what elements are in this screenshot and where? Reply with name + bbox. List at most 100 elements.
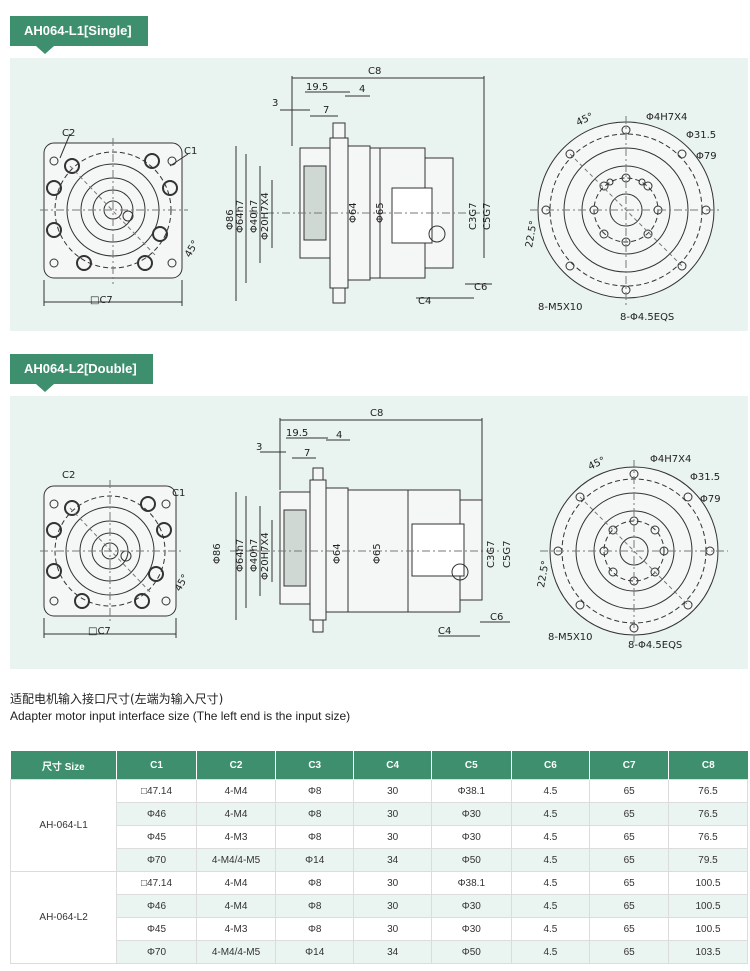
header-c5: C5 bbox=[431, 751, 512, 780]
table-cell: Φ38.1 bbox=[431, 779, 512, 803]
table-cell: 65 bbox=[589, 871, 670, 895]
table-cell: 4.5 bbox=[510, 779, 591, 803]
table-cell: 65 bbox=[589, 894, 670, 918]
table-cell: 4-M3 bbox=[195, 917, 277, 941]
table-cell: □47.14 bbox=[116, 871, 197, 895]
label-3: 3 bbox=[272, 98, 278, 109]
table-cell: Φ30 bbox=[431, 917, 512, 941]
label-phi40h7: Φ40h7 bbox=[249, 200, 260, 233]
label-c7: □C7 bbox=[88, 626, 111, 637]
table-cell: Φ70 bbox=[116, 848, 197, 872]
table-cell: 30 bbox=[353, 917, 433, 941]
table-cell: 30 bbox=[353, 779, 433, 803]
label-c4: C4 bbox=[438, 626, 451, 637]
label-c2: C2 bbox=[62, 128, 75, 139]
table-cell: Φ8 bbox=[275, 917, 355, 941]
label-phi64: Φ64 bbox=[348, 202, 359, 223]
label-phi31-5: Φ31.5 bbox=[686, 130, 716, 141]
label-phi79: Φ79 bbox=[696, 151, 717, 162]
table-cell: 4-M4/4-M5 bbox=[195, 940, 277, 964]
label-4: 4 bbox=[336, 430, 342, 441]
header-size: 尺寸 Size bbox=[10, 751, 117, 780]
label-phi79: Φ79 bbox=[700, 494, 721, 505]
table-cell: Φ8 bbox=[275, 894, 355, 918]
header-c2: C2 bbox=[195, 751, 276, 780]
table-row: Φ70 4-M4/4-M5 Φ14 34 Φ50 4.5 65 79.5 bbox=[11, 848, 748, 872]
table-row: Φ45 4-M3 Φ8 30 Φ30 4.5 65 76.5 bbox=[11, 825, 748, 849]
table-row: Φ45 4-M3 Φ8 30 Φ30 4.5 65 100.5 bbox=[11, 917, 748, 941]
label-phi65: Φ65 bbox=[375, 202, 386, 223]
table-cell: 76.5 bbox=[668, 779, 748, 803]
caption-chinese: 适配电机输入接口尺寸(左端为输入尺寸) bbox=[10, 692, 224, 706]
header-c3: C3 bbox=[275, 751, 354, 780]
table-cell: 65 bbox=[589, 802, 670, 826]
label-3: 3 bbox=[256, 442, 262, 453]
label-phi20h7x4: Φ20H7X4 bbox=[260, 192, 271, 240]
label-c4: C4 bbox=[418, 296, 431, 307]
table-cell: 4-M3 bbox=[195, 825, 277, 849]
label-phi40h7: Φ40h7 bbox=[249, 539, 260, 572]
label-19-5: 19.5 bbox=[306, 82, 328, 93]
label-phi20h7x4: Φ20H7X4 bbox=[260, 532, 271, 580]
table-cell: 103.5 bbox=[668, 940, 748, 964]
label-45deg-out: 45° bbox=[587, 455, 608, 472]
model-cell: AH-064-L2 bbox=[9, 871, 118, 964]
table-cell: Φ38.1 bbox=[431, 871, 512, 895]
output-flange-view bbox=[540, 460, 728, 642]
technical-drawing-double: C2 C1 45° □C7 C8 19.5 4 3 7 Φ86 Φ64h7 Φ4… bbox=[40, 408, 728, 651]
table-cell: 4-M4 bbox=[195, 779, 277, 803]
header-c6: C6 bbox=[510, 751, 590, 780]
label-c3g7: C3G7 bbox=[486, 541, 497, 568]
table-cell: 100.5 bbox=[668, 894, 748, 918]
table-cell: 4-M4/4-M5 bbox=[195, 848, 277, 872]
table-cell: 79.5 bbox=[668, 848, 748, 872]
table-cell: 65 bbox=[589, 825, 670, 849]
table-cell: □47.14 bbox=[116, 779, 197, 803]
section-title-single: AH064-L1[Single] bbox=[10, 16, 148, 54]
table-cell: Φ14 bbox=[275, 940, 355, 964]
label-4: 4 bbox=[359, 84, 365, 95]
table-cell: 65 bbox=[589, 848, 670, 872]
table-cell: 4-M4 bbox=[195, 871, 277, 895]
caption-english: Adapter motor input interface size (The … bbox=[10, 709, 351, 723]
gearbox-side-view bbox=[235, 76, 492, 304]
table-cell: Φ70 bbox=[116, 940, 197, 964]
table-cell: 65 bbox=[589, 940, 670, 964]
label-c8: C8 bbox=[368, 66, 381, 77]
table-cell: 4.5 bbox=[510, 848, 591, 872]
label-phi64h7: Φ64h7 bbox=[235, 539, 246, 572]
label-8-m5x10: 8-M5X10 bbox=[548, 632, 593, 643]
table-cell: Φ8 bbox=[275, 825, 355, 849]
table-cell: Φ45 bbox=[116, 917, 197, 941]
table-cell: Φ30 bbox=[431, 825, 512, 849]
table-cell: Φ8 bbox=[275, 802, 355, 826]
table-cell: Φ46 bbox=[116, 802, 197, 826]
gearbox-side-view bbox=[230, 418, 510, 637]
label-8-m5x10: 8-M5X10 bbox=[538, 302, 583, 313]
table-cell: Φ30 bbox=[431, 894, 512, 918]
label-c6: C6 bbox=[490, 612, 503, 623]
label-phi64: Φ64 bbox=[332, 543, 343, 564]
label-c6: C6 bbox=[474, 282, 487, 293]
table-cell: 4-M4 bbox=[195, 802, 277, 826]
table-cell: Φ50 bbox=[431, 848, 512, 872]
label-phi4h7x4: Φ4H7X4 bbox=[646, 112, 687, 123]
model-cell: AH-064-L1 bbox=[9, 779, 118, 872]
section-title-double: AH064-L2[Double] bbox=[10, 354, 153, 392]
label-phi86: Φ86 bbox=[225, 209, 236, 230]
label-phi86: Φ86 bbox=[212, 543, 223, 564]
drawing-panel-double: C2 C1 45° □C7 C8 19.5 4 3 7 Φ86 Φ64h7 Φ4… bbox=[10, 396, 748, 669]
label-7: 7 bbox=[323, 105, 329, 116]
table-cell: 4.5 bbox=[510, 940, 591, 964]
label-8-phi4-5eqs: 8-Φ4.5EQS bbox=[620, 312, 674, 323]
header-c8: C8 bbox=[668, 751, 748, 780]
table-cell: 34 bbox=[353, 848, 433, 872]
table-cell: 4.5 bbox=[510, 825, 591, 849]
header-c4: C4 bbox=[353, 751, 432, 780]
table-cell: Φ8 bbox=[275, 871, 355, 895]
input-flange-view bbox=[40, 480, 182, 638]
table-cell: 4.5 bbox=[510, 871, 591, 895]
header-c1: C1 bbox=[116, 751, 197, 780]
table-cell: 65 bbox=[589, 779, 670, 803]
table-cell: 30 bbox=[353, 825, 433, 849]
